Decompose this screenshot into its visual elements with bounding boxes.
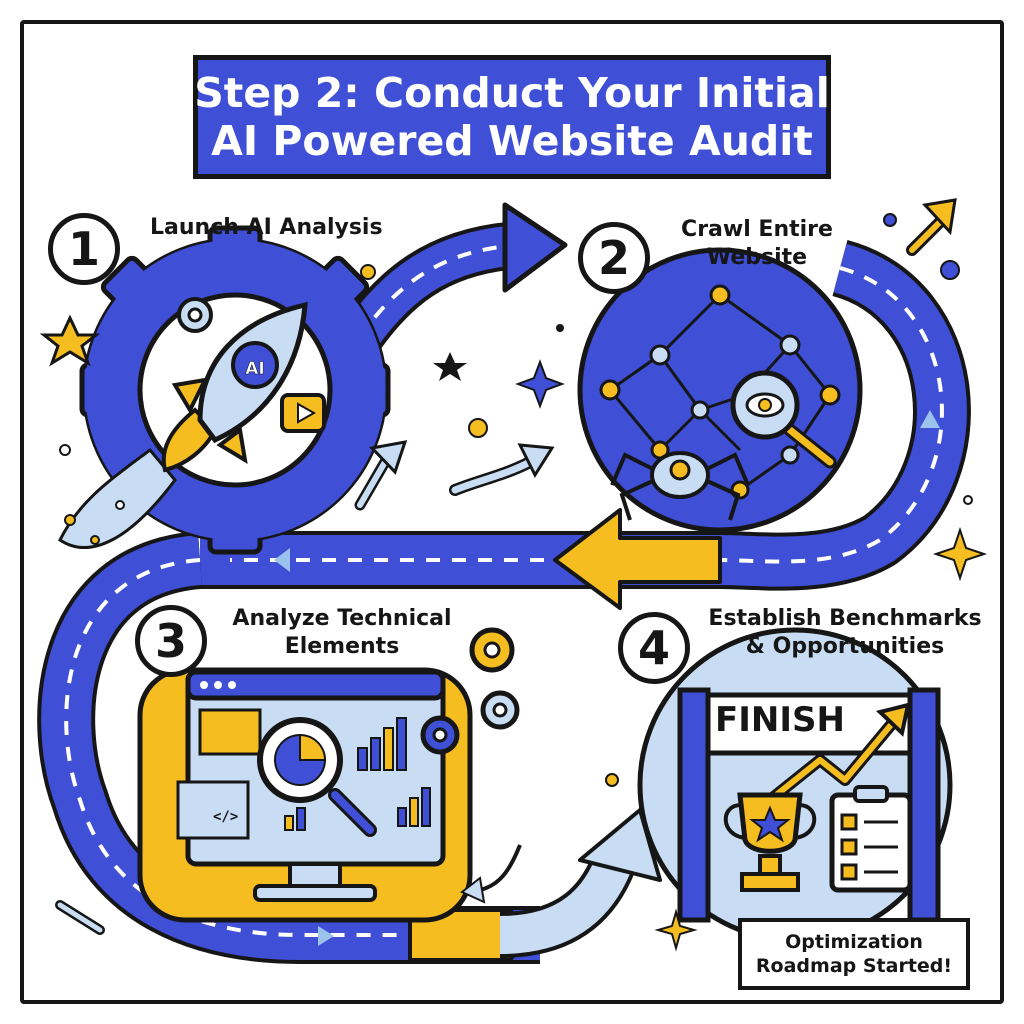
rocket-badge-text: AI <box>245 359 264 379</box>
title-banner: Step 2: Conduct Your Initial AI Powered … <box>193 55 831 179</box>
step-1-label-line: Launch AI Analysis <box>150 215 383 240</box>
spider-web-illustration <box>577 247 863 533</box>
finish-banner-text: FINISH <box>715 700 845 740</box>
code-tag-text: </> <box>213 809 238 825</box>
step-1-label: Launch AI Analysis <box>150 214 383 242</box>
winding-path <box>37 202 971 964</box>
step-4-label-line-1: Establish Benchmarks <box>708 606 982 631</box>
decorative-sparkles <box>39 198 988 952</box>
title-line-2: AI Powered Website Audit <box>211 117 813 165</box>
step-2-label: Crawl Entire Website <box>672 216 842 272</box>
finish-illustration <box>637 627 953 943</box>
step-3-label: Analyze Technical Elements <box>222 605 462 661</box>
result-ribbon: Optimization Roadmap Started! <box>738 918 970 990</box>
step-2-label-line-1: Crawl Entire <box>681 217 833 242</box>
yellow-left-arrow <box>553 508 722 610</box>
path-marker <box>920 410 940 428</box>
step-1-number-badge: 1 <box>48 213 120 285</box>
arrow-head-to-step2 <box>502 202 568 293</box>
result-ribbon-line-1: Optimization <box>785 931 923 953</box>
step-3-label-line-1: Analyze Technical <box>232 606 452 631</box>
step-3-number-badge: 3 <box>135 605 207 677</box>
title-line-1: Step 2: Conduct Your Initial <box>194 69 830 117</box>
step-2-label-line-2: Website <box>706 245 808 270</box>
path-marker <box>274 548 290 572</box>
rocket-gear-illustration <box>58 225 391 555</box>
path-marker <box>318 926 334 946</box>
result-ribbon-line-2: Roadmap Started! <box>755 955 953 977</box>
step-3-label-line-2: Elements <box>284 634 400 659</box>
monitor-analytics-illustration <box>137 627 520 923</box>
step-2-number-badge: 2 <box>578 222 650 294</box>
step-4-label-line-2: & Opportunities <box>745 634 945 659</box>
step-4-number-badge: 4 <box>618 612 690 684</box>
step-4-label: Establish Benchmarks & Opportunities <box>700 605 990 661</box>
